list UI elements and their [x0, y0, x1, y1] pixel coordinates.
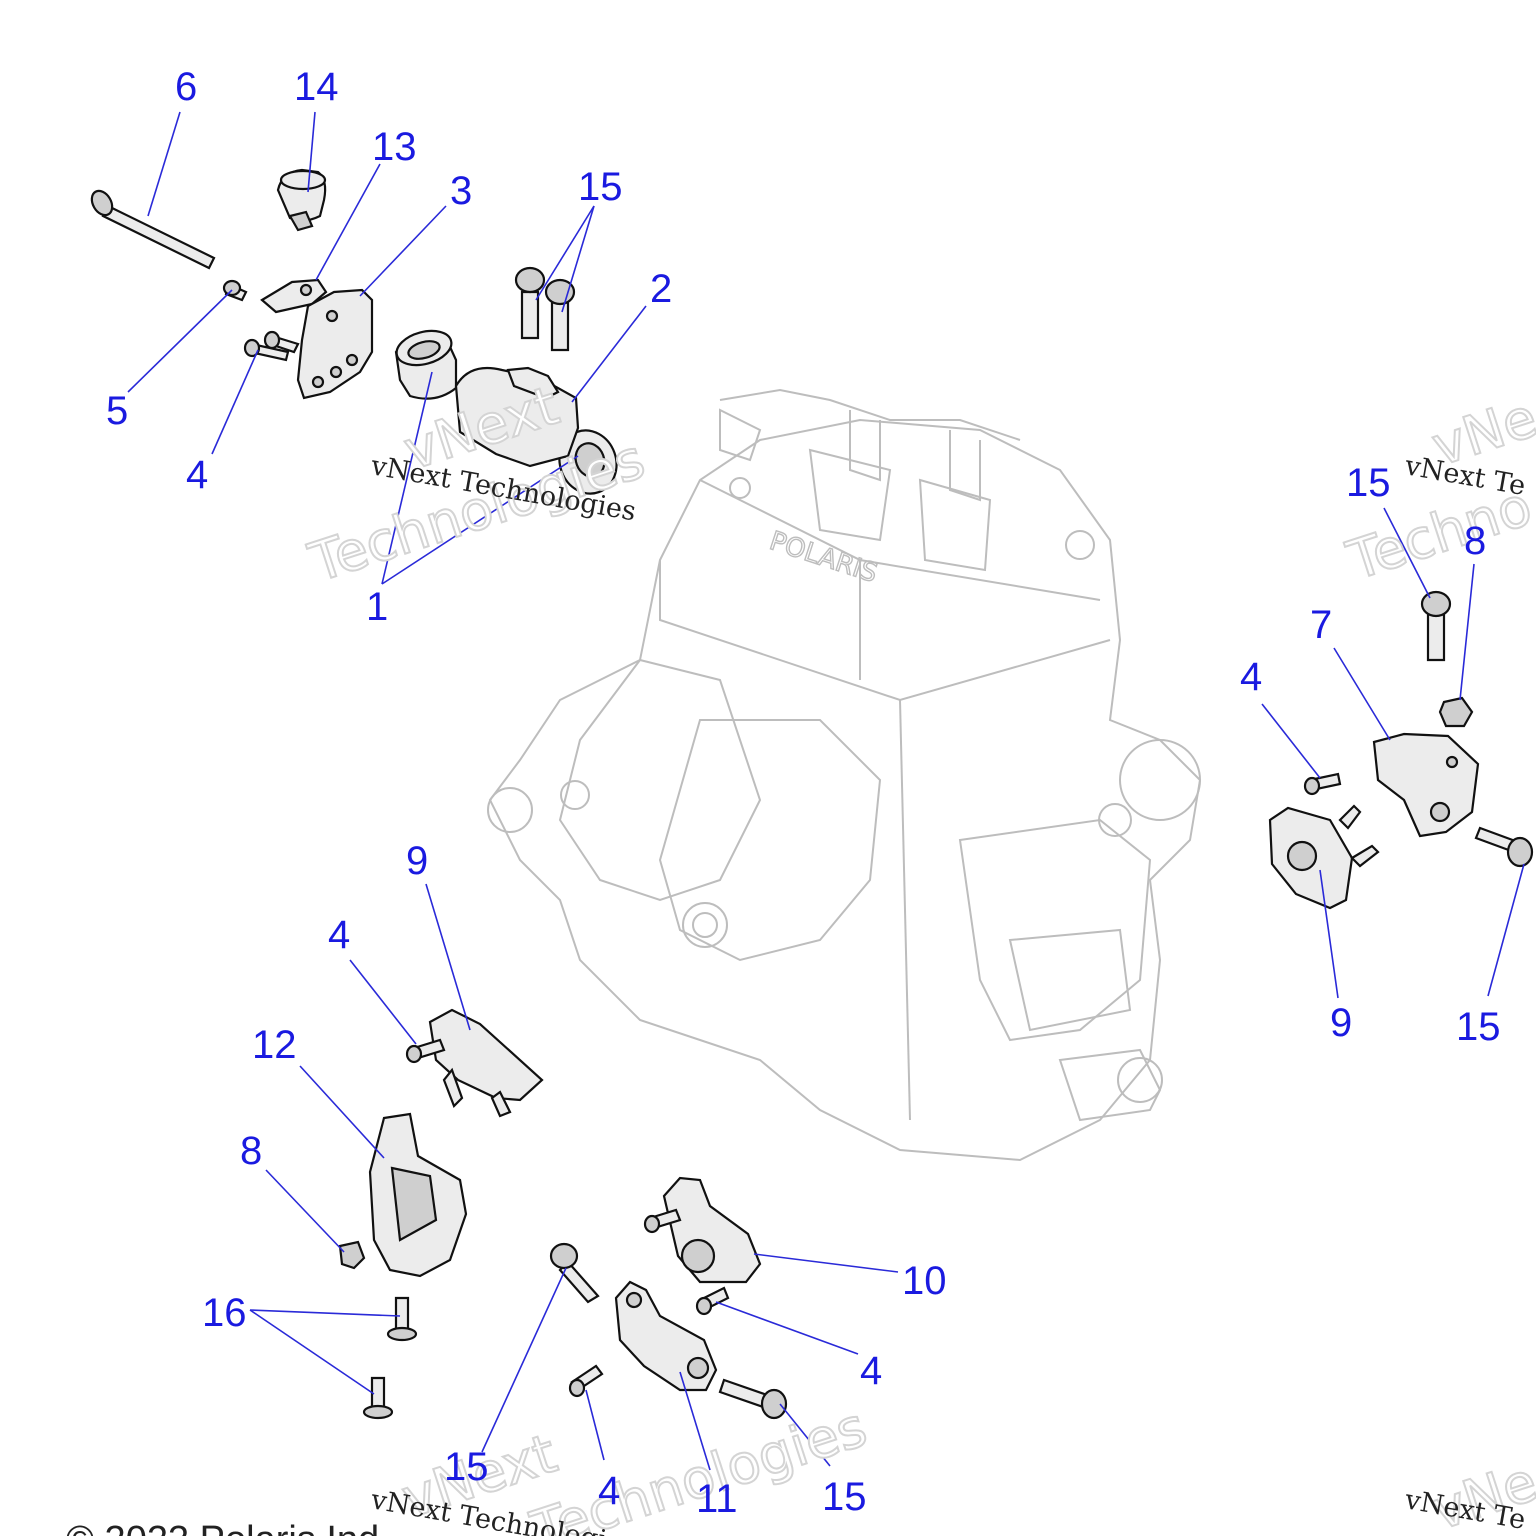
callout-4-lower-right[interactable]: 4 [860, 1349, 882, 1393]
watermarks: vNext Technologies vNext Technologies vN… [301, 373, 1536, 1536]
part-16-studs[interactable] [362, 1296, 418, 1420]
part-2-mount-housing[interactable] [454, 366, 580, 468]
callout-6[interactable]: 6 [175, 65, 197, 109]
part-8-nut-right[interactable] [1438, 696, 1474, 728]
part-4-bolts-top[interactable] [243, 330, 300, 362]
callout-8-right[interactable]: 8 [1464, 519, 1486, 563]
part-1-bushing-right[interactable] [551, 422, 626, 501]
part-3-mount-plate[interactable] [296, 288, 374, 400]
callout-numbers: 6 14 13 3 15 2 5 4 1 15 8 7 4 9 15 9 4 1… [106, 65, 1501, 1521]
part-9-plate-left[interactable] [428, 1008, 544, 1118]
part-1-bushing-left[interactable] [393, 325, 458, 400]
callout-13[interactable]: 13 [372, 125, 417, 169]
part-5-small-bolt[interactable] [222, 279, 248, 302]
part-15-bolts-lower[interactable] [549, 1242, 788, 1420]
engine-brand-label: POLARIS [766, 526, 881, 589]
callout-1[interactable]: 1 [366, 585, 388, 629]
part-4-bolts-lower-mid[interactable] [568, 1208, 730, 1398]
callout-9-left[interactable]: 9 [406, 839, 428, 883]
callout-12[interactable]: 12 [252, 1023, 297, 1067]
part-15-bolt-far-right[interactable] [1474, 826, 1534, 868]
callout-7[interactable]: 7 [1310, 603, 1332, 647]
callout-9-right[interactable]: 9 [1330, 1001, 1352, 1045]
callout-4-bottom[interactable]: 4 [598, 1469, 620, 1513]
callout-11[interactable]: 11 [696, 1477, 738, 1521]
callout-8-left[interactable]: 8 [240, 1129, 262, 1173]
callout-4-left[interactable]: 4 [328, 913, 350, 957]
callout-15-right[interactable]: 15 [1346, 461, 1391, 505]
callout-14[interactable]: 14 [294, 65, 339, 109]
part-9-plate-right[interactable] [1268, 804, 1380, 910]
callout-2[interactable]: 2 [650, 267, 672, 311]
callout-3[interactable]: 3 [450, 169, 472, 213]
callout-16[interactable]: 16 [202, 1291, 247, 1335]
part-6-long-bolt[interactable] [88, 187, 216, 270]
part-4-bolt-right[interactable] [1303, 772, 1342, 796]
part-14-hose-clamp[interactable] [276, 168, 327, 232]
part-12-bracket[interactable] [368, 1112, 468, 1278]
part-7-mount-bracket[interactable] [1372, 732, 1480, 838]
callout-4-right[interactable]: 4 [1240, 655, 1262, 699]
part-11-mount-bracket[interactable] [614, 1280, 718, 1392]
part-8-nut-left[interactable] [338, 1240, 366, 1270]
callout-10[interactable]: 10 [902, 1259, 947, 1303]
callout-15-bottom-right[interactable]: 15 [822, 1475, 867, 1519]
part-4-bolt-lower-left[interactable] [405, 1038, 446, 1064]
callout-4-top[interactable]: 4 [186, 453, 208, 497]
callout-15-top[interactable]: 15 [578, 165, 623, 209]
part-10-mount[interactable] [662, 1176, 762, 1284]
leader-lines [127, 111, 1525, 1471]
callout-15-far-right[interactable]: 15 [1456, 1005, 1501, 1049]
part-15-bolts-top[interactable] [514, 266, 576, 352]
part-15-bolt-right[interactable] [1420, 590, 1452, 662]
callout-5[interactable]: 5 [106, 389, 128, 433]
callout-15-bottom-left[interactable]: 15 [444, 1445, 489, 1489]
copyright-text: © 2023 Polaris Ind... [66, 1519, 411, 1536]
